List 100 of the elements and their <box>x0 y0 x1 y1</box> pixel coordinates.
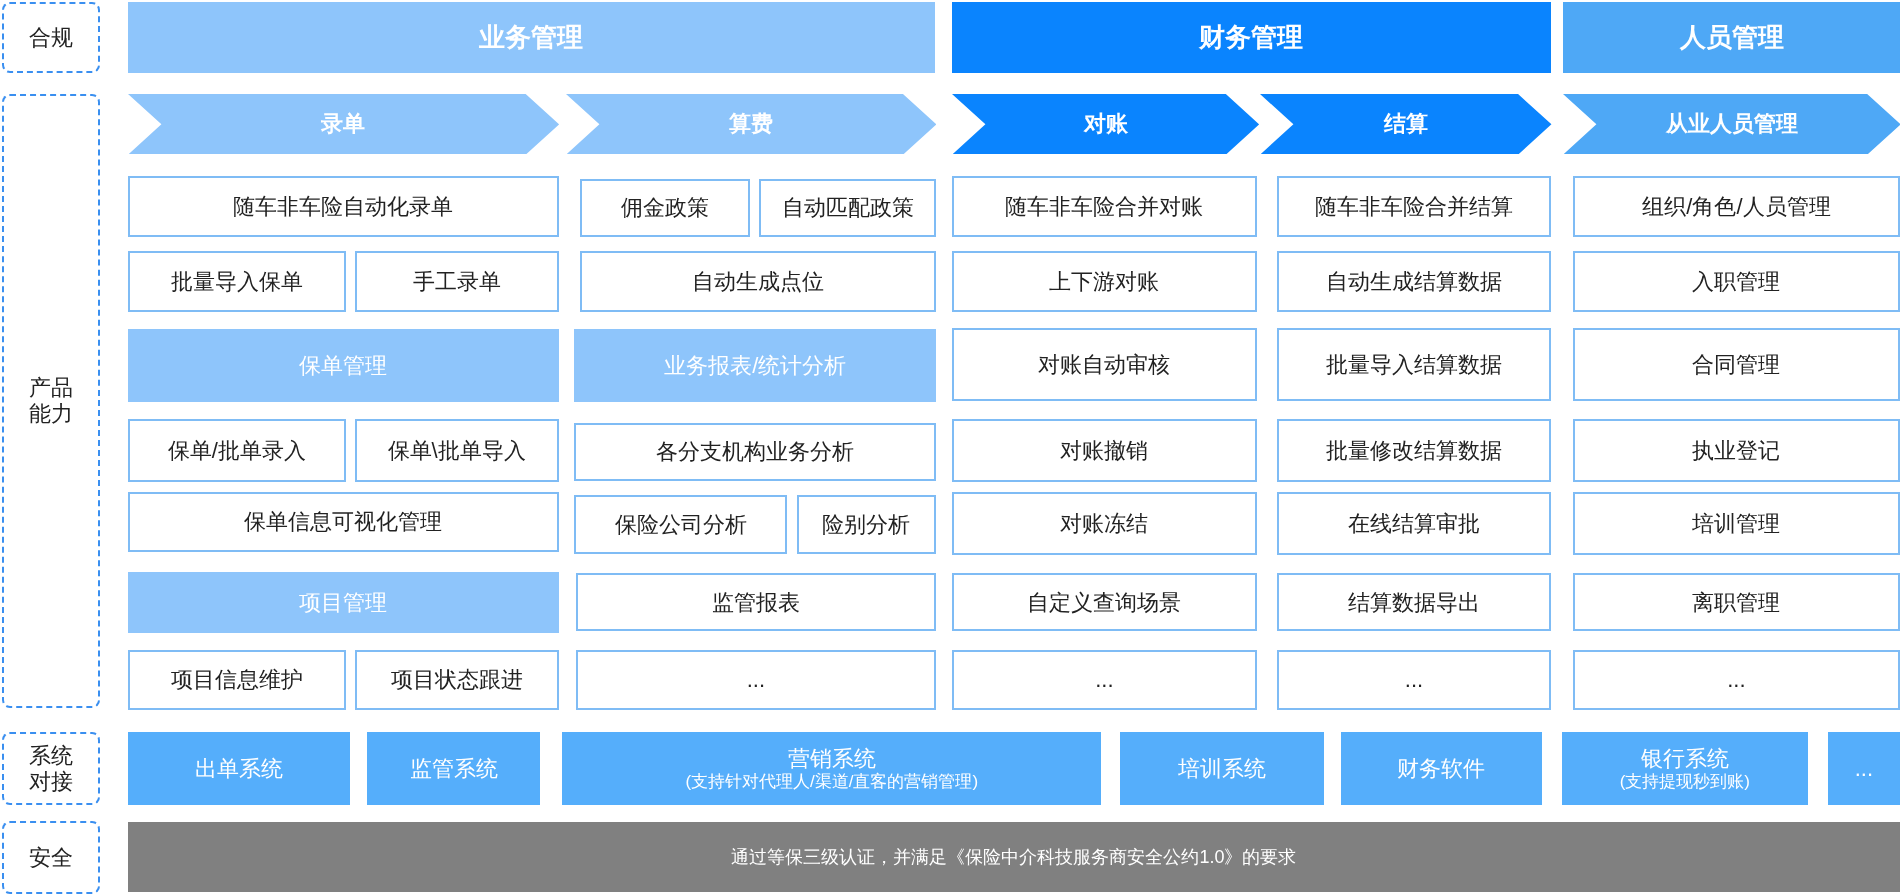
module-bar <box>127 571 559 633</box>
stage-header <box>952 93 1260 155</box>
node-label: 佣金政策 <box>621 195 710 221</box>
node-label: 险别分析 <box>822 511 911 538</box>
node-label: 算费 <box>729 111 773 137</box>
header-bar <box>127 2 935 73</box>
feature-box <box>1572 327 1901 401</box>
node-note: (支持提现秒到账) <box>1619 771 1750 792</box>
feature-box <box>1277 573 1551 632</box>
node-label: 保单信息可视化管理 <box>244 509 443 535</box>
feature-box <box>127 418 347 483</box>
node-label: 执业登记 <box>1692 437 1781 464</box>
node-label: 项目信息维护 <box>170 667 303 693</box>
node-label: 营销系统 <box>787 746 876 772</box>
node-label: 批量导入结算数据 <box>1326 351 1502 377</box>
node-label: 随车非车险合并结算 <box>1315 193 1513 220</box>
feature-box <box>1277 649 1551 711</box>
feature-box <box>580 178 751 237</box>
feature-box <box>758 178 937 237</box>
feature-box <box>1572 491 1901 555</box>
feature-box <box>952 418 1257 483</box>
node-label: 财务软件 <box>1397 755 1486 782</box>
feature-box <box>952 573 1257 632</box>
node-label: ... <box>1404 667 1424 693</box>
system-box <box>366 732 541 806</box>
feature-box <box>952 251 1257 313</box>
node-label: 组织/角色/人员管理 <box>1642 193 1831 220</box>
node-label: 对账 <box>1083 111 1128 137</box>
node-label: 随车非车险自动化录单 <box>233 193 454 220</box>
feature-box <box>1277 327 1551 401</box>
node-label: 录单 <box>321 111 366 137</box>
node-label: 项目状态跟进 <box>390 667 523 693</box>
feature-box <box>1277 418 1551 483</box>
node-label: 合同管理 <box>1692 351 1781 377</box>
category-label-box <box>2 732 100 806</box>
security-bar <box>127 822 1901 893</box>
stage-header <box>1562 93 1901 155</box>
feature-box <box>796 495 937 554</box>
node-label: ... <box>1095 667 1114 693</box>
node-label: 出单系统 <box>194 755 283 782</box>
node-label: 自动生成点位 <box>692 269 825 295</box>
system-box <box>127 732 350 806</box>
stage-header <box>127 93 559 155</box>
node-label: ... <box>1853 755 1875 782</box>
feature-box <box>354 649 559 711</box>
node-label: 结算 <box>1384 111 1429 137</box>
node-label: 安全 <box>28 844 74 870</box>
node-label: 产品能力 <box>28 375 74 426</box>
feature-box <box>127 649 347 711</box>
node-note: (支持针对代理人/渠道/直客的营销管理) <box>685 771 979 792</box>
node-label: 上下游对账 <box>1049 269 1160 295</box>
feature-box <box>952 176 1257 237</box>
feature-box <box>952 649 1257 711</box>
node-label: 业务管理 <box>479 22 584 53</box>
node-label: 对账自动审核 <box>1038 351 1171 377</box>
module-bar <box>127 329 559 402</box>
feature-box <box>952 491 1257 555</box>
node-label: 保单管理 <box>299 352 388 379</box>
node-label: 批量修改结算数据 <box>1326 437 1502 464</box>
system-box <box>1340 732 1543 806</box>
node-label: 离职管理 <box>1692 589 1781 615</box>
feature-box <box>127 176 559 237</box>
feature-box <box>575 573 937 632</box>
system-box <box>1119 732 1324 806</box>
node-label: 手工录单 <box>412 269 501 295</box>
node-label: 自动匹配政策 <box>781 195 914 221</box>
feature-box <box>1277 491 1551 555</box>
node-label: 入职管理 <box>1692 269 1781 295</box>
node-label: 合规 <box>28 25 74 51</box>
node-label: 系统对接 <box>28 743 74 794</box>
feature-box <box>580 251 937 313</box>
node-label: 通过等保三级认证，并满足《保险中介科技服务商安全公约1.0》的要求 <box>731 846 1297 868</box>
feature-box <box>574 495 787 554</box>
feature-box <box>575 649 937 711</box>
category-label-box <box>2 93 100 708</box>
node-label: 保单/批单录入 <box>167 437 306 464</box>
feature-box <box>574 422 937 481</box>
feature-box <box>354 418 559 483</box>
stage-header <box>1260 93 1552 155</box>
feature-box <box>354 251 559 313</box>
node-label: ... <box>746 667 766 693</box>
node-label: 结算数据导出 <box>1348 589 1480 615</box>
node-label: 从业人员管理 <box>1665 111 1798 137</box>
node-label: 银行系统 <box>1640 746 1729 772</box>
feature-box <box>1572 418 1901 483</box>
system-box <box>1561 732 1809 806</box>
feature-box <box>1572 649 1901 711</box>
node-label: 培训管理 <box>1692 510 1781 536</box>
node-label: 保险公司分析 <box>614 511 747 538</box>
module-bar <box>574 329 937 402</box>
node-label: 培训系统 <box>1177 755 1266 782</box>
feature-box <box>1572 251 1901 313</box>
header-bar <box>952 2 1551 73</box>
stage-header <box>565 93 937 155</box>
node-label: 监管报表 <box>711 589 800 615</box>
node-label: 自定义查询场景 <box>1027 589 1182 615</box>
feature-box <box>1572 573 1901 632</box>
header-bar <box>1562 2 1901 73</box>
node-label: 对账撤销 <box>1060 437 1149 464</box>
system-box <box>1827 732 1901 806</box>
